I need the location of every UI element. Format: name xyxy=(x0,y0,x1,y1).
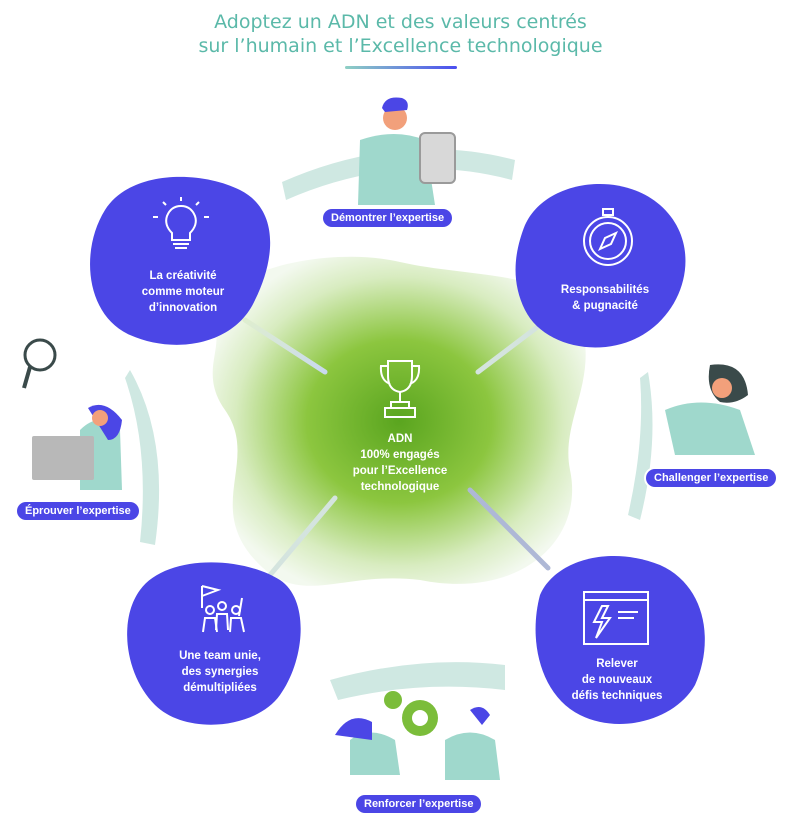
center-blob xyxy=(212,256,586,586)
value-label-creativite: La créativité comme moteur d’innovation xyxy=(141,270,225,314)
value-blob-3 xyxy=(127,562,301,725)
pill-eprouver: Éprouver l’expertise xyxy=(17,502,139,520)
center-label: ADN 100% engagés pour l’Excellence techn… xyxy=(352,433,448,493)
page-title: Adoptez un ADN et des valeurs centrés su… xyxy=(0,10,801,58)
connector-top-right xyxy=(475,322,543,375)
pill-demontrer: Démontrer l’expertise xyxy=(323,209,453,227)
team-flag-icon xyxy=(190,582,254,639)
lightning-screen-icon xyxy=(582,590,650,651)
value-blob-2 xyxy=(515,183,686,348)
title-underline xyxy=(345,66,457,69)
swoosh-top xyxy=(282,149,515,200)
title-line-1: Adoptez un ADN et des valeurs centrés xyxy=(214,11,587,33)
value-label-defis: Relever de nouveaux défis techniques xyxy=(571,658,663,702)
man-with-tablet-illustration xyxy=(358,97,456,205)
compass-icon xyxy=(580,208,636,273)
value-blob-4 xyxy=(535,556,705,724)
value-label-team: Une team unie, des synergies démultiplié… xyxy=(179,650,261,694)
pill-renforcer: Renforcer l’expertise xyxy=(356,795,482,813)
connector-bottom-right xyxy=(467,487,551,571)
swoosh-right xyxy=(628,372,653,520)
swoosh-left xyxy=(125,370,160,545)
connector-bottom-left xyxy=(267,495,338,578)
lightbulb-icon xyxy=(150,195,212,262)
team-with-gears-illustration xyxy=(335,691,500,780)
value-label-responsabilites: Responsabilités & pugnacité xyxy=(560,284,650,312)
connector-top-left xyxy=(242,317,328,375)
trophy-icon xyxy=(378,358,422,425)
woman-with-laptop-illustration xyxy=(22,338,122,490)
title-line-2: sur l’humain et l’Excellence technologiq… xyxy=(198,35,603,57)
pill-challenger: Challenger l’expertise xyxy=(646,469,777,487)
swoosh-bottom xyxy=(330,662,505,700)
value-blob-1 xyxy=(90,176,271,345)
woman-hands-on-hips-illustration xyxy=(665,364,755,455)
